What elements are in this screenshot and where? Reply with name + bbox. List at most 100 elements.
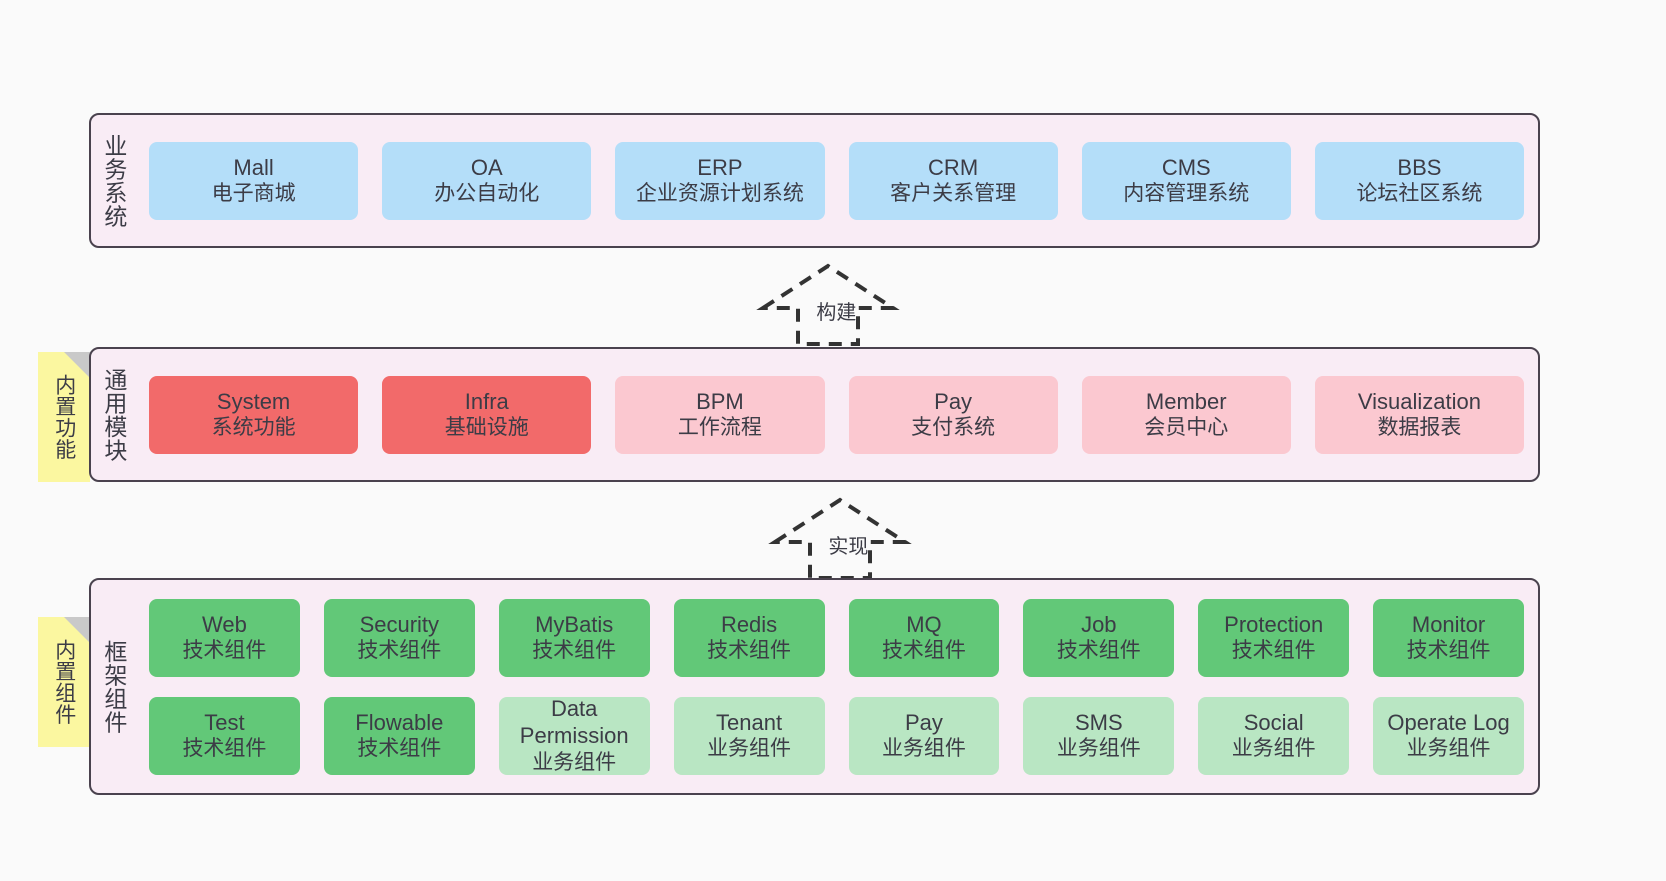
common-module-layer: 通用模块 System 系统功能 Infra 基础设施 BPM 工作流程 Pay… bbox=[89, 347, 1540, 482]
card-redis-desc: 技术组件 bbox=[707, 639, 792, 663]
card-job-desc: 技术组件 bbox=[1056, 639, 1141, 663]
card-sms[interactable]: SMS 业务组件 bbox=[1023, 696, 1175, 775]
common-module-layer-title: 通用模块 bbox=[100, 367, 127, 462]
card-pay-component[interactable]: Pay 业务组件 bbox=[848, 696, 1000, 775]
card-infra-name: Infra bbox=[464, 388, 509, 414]
card-mq[interactable]: MQ 技术组件 bbox=[848, 598, 1000, 677]
card-crm-desc: 客户关系管理 bbox=[890, 182, 1017, 206]
card-system-name: System bbox=[216, 388, 291, 414]
card-visualization-name: Visualization bbox=[1357, 388, 1481, 414]
framework-tech-card-row: Web 技术组件 Security 技术组件 MyBatis 技术组件 Redi… bbox=[149, 598, 1524, 677]
card-pay-component-desc: 业务组件 bbox=[881, 737, 966, 761]
card-mq-desc: 技术组件 bbox=[881, 639, 966, 663]
card-mq-name: MQ bbox=[906, 611, 942, 637]
card-tenant-desc: 业务组件 bbox=[707, 737, 792, 761]
card-flowable[interactable]: Flowable 技术组件 bbox=[323, 696, 475, 775]
card-member-desc: 会员中心 bbox=[1144, 416, 1229, 440]
card-visualization[interactable]: Visualization 数据报表 bbox=[1314, 375, 1525, 454]
card-oa[interactable]: OA 办公自动化 bbox=[382, 141, 592, 220]
card-infra-desc: 基础设施 bbox=[444, 416, 529, 440]
card-oa-name: OA bbox=[470, 154, 503, 180]
card-bpm-name: BPM bbox=[696, 388, 744, 414]
card-oa-desc: 办公自动化 bbox=[434, 182, 540, 206]
card-pay-module[interactable]: Pay 支付系统 bbox=[848, 375, 1058, 454]
framework-component-layer: 框架组件 Web 技术组件 Security 技术组件 MyBatis 技术组件… bbox=[89, 578, 1540, 795]
business-system-card-area: Mall 电子商城 OA 办公自动化 ERP 企业资源计划系统 CRM 客户关系… bbox=[135, 115, 1538, 246]
card-member-name: Member bbox=[1145, 388, 1227, 414]
card-data-permission-desc: 业务组件 bbox=[532, 750, 617, 774]
build-arrow-label: 构建 bbox=[816, 302, 857, 324]
card-erp[interactable]: ERP 企业资源计划系统 bbox=[615, 141, 825, 220]
card-redis-name: Redis bbox=[720, 611, 778, 637]
card-bbs[interactable]: BBS 论坛社区系统 bbox=[1314, 141, 1525, 220]
card-test-name: Test bbox=[204, 709, 245, 735]
business-system-card-row: Mall 电子商城 OA 办公自动化 ERP 企业资源计划系统 CRM 客户关系… bbox=[149, 141, 1525, 220]
card-bbs-desc: 论坛社区系统 bbox=[1356, 182, 1483, 206]
card-pay-module-desc: 支付系统 bbox=[911, 416, 996, 440]
implement-arrow-icon bbox=[768, 497, 912, 580]
card-system-desc: 系统功能 bbox=[211, 416, 296, 440]
card-infra[interactable]: Infra 基础设施 bbox=[382, 375, 592, 454]
card-data-permission-name: Data Permission bbox=[519, 695, 629, 749]
business-system-layer: 业务系统 Mall 电子商城 OA 办公自动化 ERP 企业资源计划系统 CRM… bbox=[89, 113, 1540, 248]
card-social-desc: 业务组件 bbox=[1231, 737, 1316, 761]
business-system-layer-title: 业务系统 bbox=[100, 133, 127, 228]
card-member[interactable]: Member 会员中心 bbox=[1081, 375, 1291, 454]
build-arrow: 构建 bbox=[756, 260, 900, 346]
card-protection[interactable]: Protection 技术组件 bbox=[1198, 598, 1350, 677]
card-bpm[interactable]: BPM 工作流程 bbox=[615, 375, 825, 454]
framework-component-card-area: Web 技术组件 Security 技术组件 MyBatis 技术组件 Redi… bbox=[135, 580, 1538, 793]
card-redis[interactable]: Redis 技术组件 bbox=[673, 598, 825, 677]
card-pay-module-name: Pay bbox=[934, 388, 973, 414]
card-crm-name: CRM bbox=[928, 154, 979, 180]
card-web[interactable]: Web 技术组件 bbox=[149, 598, 300, 677]
card-tenant-name: Tenant bbox=[716, 709, 783, 735]
card-protection-name: Protection bbox=[1224, 611, 1324, 637]
card-data-permission[interactable]: Data Permission 业务组件 bbox=[498, 695, 650, 775]
card-cms-desc: 内容管理系统 bbox=[1123, 182, 1250, 206]
card-erp-name: ERP bbox=[697, 154, 743, 180]
card-security-name: Security bbox=[359, 611, 440, 637]
common-module-card-area: System 系统功能 Infra 基础设施 BPM 工作流程 Pay 支付系统… bbox=[135, 349, 1538, 480]
framework-business-card-row: Test 技术组件 Flowable 技术组件 Data Permission … bbox=[149, 695, 1524, 775]
card-erp-desc: 企业资源计划系统 bbox=[635, 182, 804, 206]
card-mall-desc: 电子商城 bbox=[211, 182, 296, 206]
card-bpm-desc: 工作流程 bbox=[677, 416, 762, 440]
builtin-features-note-label: 内置功能 bbox=[52, 374, 76, 460]
card-sms-desc: 业务组件 bbox=[1056, 737, 1141, 761]
card-security[interactable]: Security 技术组件 bbox=[323, 598, 475, 677]
card-flowable-desc: 技术组件 bbox=[357, 737, 442, 761]
card-cms[interactable]: CMS 内容管理系统 bbox=[1081, 141, 1291, 220]
card-monitor[interactable]: Monitor 技术组件 bbox=[1373, 598, 1524, 677]
card-mall-name: Mall bbox=[233, 154, 274, 180]
card-monitor-desc: 技术组件 bbox=[1406, 639, 1491, 663]
card-mall[interactable]: Mall 电子商城 bbox=[149, 141, 359, 220]
card-crm[interactable]: CRM 客户关系管理 bbox=[848, 141, 1058, 220]
card-mybatis[interactable]: MyBatis 技术组件 bbox=[498, 598, 650, 677]
card-job-name: Job bbox=[1081, 611, 1117, 637]
framework-component-layer-title: 框架组件 bbox=[100, 639, 127, 734]
common-module-card-row: System 系统功能 Infra 基础设施 BPM 工作流程 Pay 支付系统… bbox=[149, 375, 1525, 454]
builtin-components-note-label: 内置组件 bbox=[52, 639, 76, 725]
card-web-desc: 技术组件 bbox=[182, 639, 267, 663]
builtin-features-note: 内置功能 bbox=[38, 352, 90, 482]
card-social[interactable]: Social 业务组件 bbox=[1198, 696, 1350, 775]
card-cms-name: CMS bbox=[1161, 154, 1211, 180]
card-job[interactable]: Job 技术组件 bbox=[1023, 598, 1175, 677]
card-mybatis-name: MyBatis bbox=[535, 611, 614, 637]
implement-arrow: 实现 bbox=[768, 494, 912, 580]
card-test[interactable]: Test 技术组件 bbox=[149, 696, 300, 775]
build-arrow-icon bbox=[756, 263, 900, 346]
card-pay-component-name: Pay bbox=[904, 709, 943, 735]
card-security-desc: 技术组件 bbox=[357, 639, 442, 663]
card-system[interactable]: System 系统功能 bbox=[149, 375, 359, 454]
card-bbs-name: BBS bbox=[1397, 154, 1442, 180]
card-tenant[interactable]: Tenant 业务组件 bbox=[673, 696, 825, 775]
card-operate-log[interactable]: Operate Log 业务组件 bbox=[1373, 696, 1524, 775]
builtin-components-note: 内置组件 bbox=[38, 617, 90, 747]
card-mybatis-desc: 技术组件 bbox=[532, 639, 617, 663]
card-operate-log-name: Operate Log bbox=[1387, 709, 1510, 735]
card-monitor-name: Monitor bbox=[1411, 611, 1486, 637]
card-protection-desc: 技术组件 bbox=[1231, 639, 1316, 663]
card-sms-name: SMS bbox=[1074, 709, 1123, 735]
